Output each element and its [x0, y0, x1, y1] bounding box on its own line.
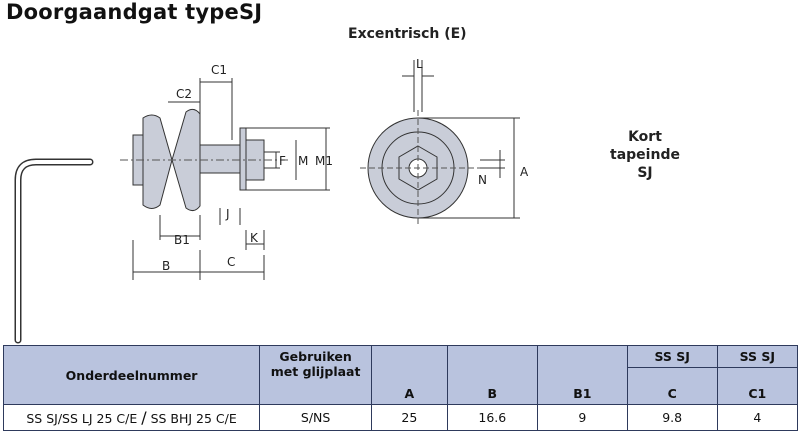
header-c1-group: SS SJ: [716, 345, 799, 368]
cell-c1: 4: [716, 404, 799, 431]
dim-label-c: C: [227, 255, 235, 269]
dim-label-b1: B1: [174, 233, 190, 247]
cell-b1: 9: [536, 404, 628, 431]
header-c-group: SS SJ: [626, 345, 718, 368]
header-a: A: [371, 345, 448, 405]
wheel-side-view: [120, 108, 290, 212]
header-c1: C1: [716, 367, 799, 405]
dim-label-l: L: [416, 57, 423, 71]
dim-label-n: N: [478, 173, 487, 187]
dim-label-a: A: [520, 165, 529, 179]
cell-b: 16.6: [446, 404, 538, 431]
dim-label-m: M: [298, 154, 308, 168]
cell-part-number: SS SJ/SS LJ 25 C/E / SS BHJ 25 C/E: [2, 404, 261, 431]
dim-label-b: B: [162, 259, 170, 273]
table-row: SS SJ/SS LJ 25 C/E / SS BHJ 25 C/E S/NS …: [2, 404, 799, 431]
dim-label-m1: M1: [315, 154, 333, 168]
technical-drawing: C1 C2 J B1 K B C F M M1 Excentrisch (E) …: [14, 26, 529, 344]
header-part-number: Onderdeelnummer: [2, 345, 261, 405]
header-use-with: Gebruiken met glijplaat: [259, 345, 373, 405]
wheel-front-view: [360, 110, 480, 226]
dim-label-c1: C1: [211, 63, 227, 77]
cell-use-with: S/NS: [259, 404, 373, 431]
dim-label-f: F: [279, 154, 286, 168]
dim-label-k: K: [250, 231, 259, 245]
dim-label-j: J: [225, 207, 230, 221]
cell-c: 9.8: [626, 404, 718, 431]
dim-label-c2: C2: [176, 87, 192, 101]
header-c: C: [626, 367, 718, 405]
table-header-row: Onderdeelnummer Gebruiken met glijplaat …: [2, 345, 799, 405]
page-title: Doorgaandgat typeSJ: [6, 0, 263, 24]
eccentric-label: Excentrisch (E): [348, 26, 467, 42]
header-b: B: [446, 345, 538, 405]
hex-key-icon: [14, 158, 94, 344]
short-tap-end-note: Kort tapeinde SJ: [610, 129, 680, 181]
header-b1: B1: [536, 345, 628, 405]
spec-table: Onderdeelnummer Gebruiken met glijplaat …: [2, 345, 799, 431]
cell-a: 25: [371, 404, 448, 431]
